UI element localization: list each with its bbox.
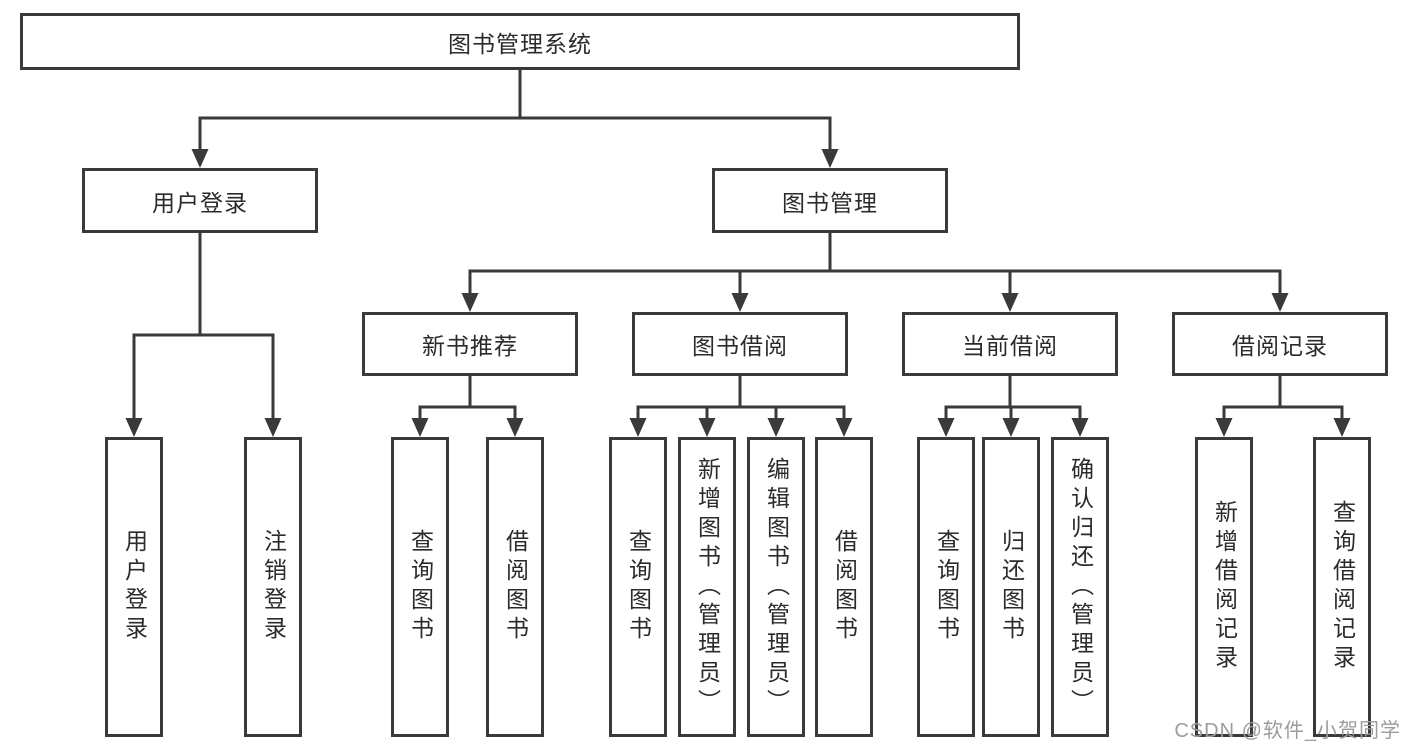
leaf-confirm-return-admin: 确认归还（管理员） — [1051, 437, 1109, 737]
leaf-label: 借阅图书 — [502, 529, 529, 645]
leaf-label: 新增图书（管理员） — [694, 456, 721, 718]
node-borrowing-records: 借阅记录 — [1172, 312, 1388, 376]
leaf-borrow-books-recommend: 借阅图书 — [486, 437, 544, 737]
leaf-label: 归还图书 — [998, 529, 1025, 645]
leaf-label: 查询借阅记录 — [1329, 500, 1356, 674]
leaf-label: 查询图书 — [933, 529, 960, 645]
leaf-query-books-borrow: 查询图书 — [609, 437, 667, 737]
leaf-return-books: 归还图书 — [982, 437, 1040, 737]
leaf-label: 查询图书 — [625, 529, 652, 645]
node-new-book-recommendation: 新书推荐 — [362, 312, 578, 376]
leaf-label: 借阅图书 — [831, 529, 858, 645]
leaf-label: 确认归还（管理员） — [1067, 456, 1094, 718]
leaf-user-login: 用户登录 — [105, 437, 163, 737]
node-library-system: 图书管理系统 — [20, 13, 1020, 70]
leaf-borrow-books: 借阅图书 — [815, 437, 873, 737]
leaf-label: 新增借阅记录 — [1211, 500, 1238, 674]
leaf-label: 注销登录 — [260, 529, 287, 645]
node-current-borrowing: 当前借阅 — [902, 312, 1118, 376]
leaf-query-books-current: 查询图书 — [917, 437, 975, 737]
node-book-management: 图书管理 — [712, 168, 948, 233]
leaf-add-books-admin: 新增图书（管理员） — [678, 437, 736, 737]
leaf-label: 编辑图书（管理员） — [763, 456, 790, 718]
leaf-label: 用户登录 — [121, 529, 148, 645]
node-user-login: 用户登录 — [82, 168, 318, 233]
leaf-label: 查询图书 — [407, 529, 434, 645]
leaf-logout: 注销登录 — [244, 437, 302, 737]
leaf-add-borrow-record: 新增借阅记录 — [1195, 437, 1253, 737]
leaf-query-books-recommend: 查询图书 — [391, 437, 449, 737]
csdn-watermark: CSDN @软件_小贺同学 — [1174, 720, 1401, 742]
node-book-borrowing: 图书借阅 — [632, 312, 848, 376]
leaf-query-borrow-record: 查询借阅记录 — [1313, 437, 1371, 737]
leaf-edit-books-admin: 编辑图书（管理员） — [747, 437, 805, 737]
